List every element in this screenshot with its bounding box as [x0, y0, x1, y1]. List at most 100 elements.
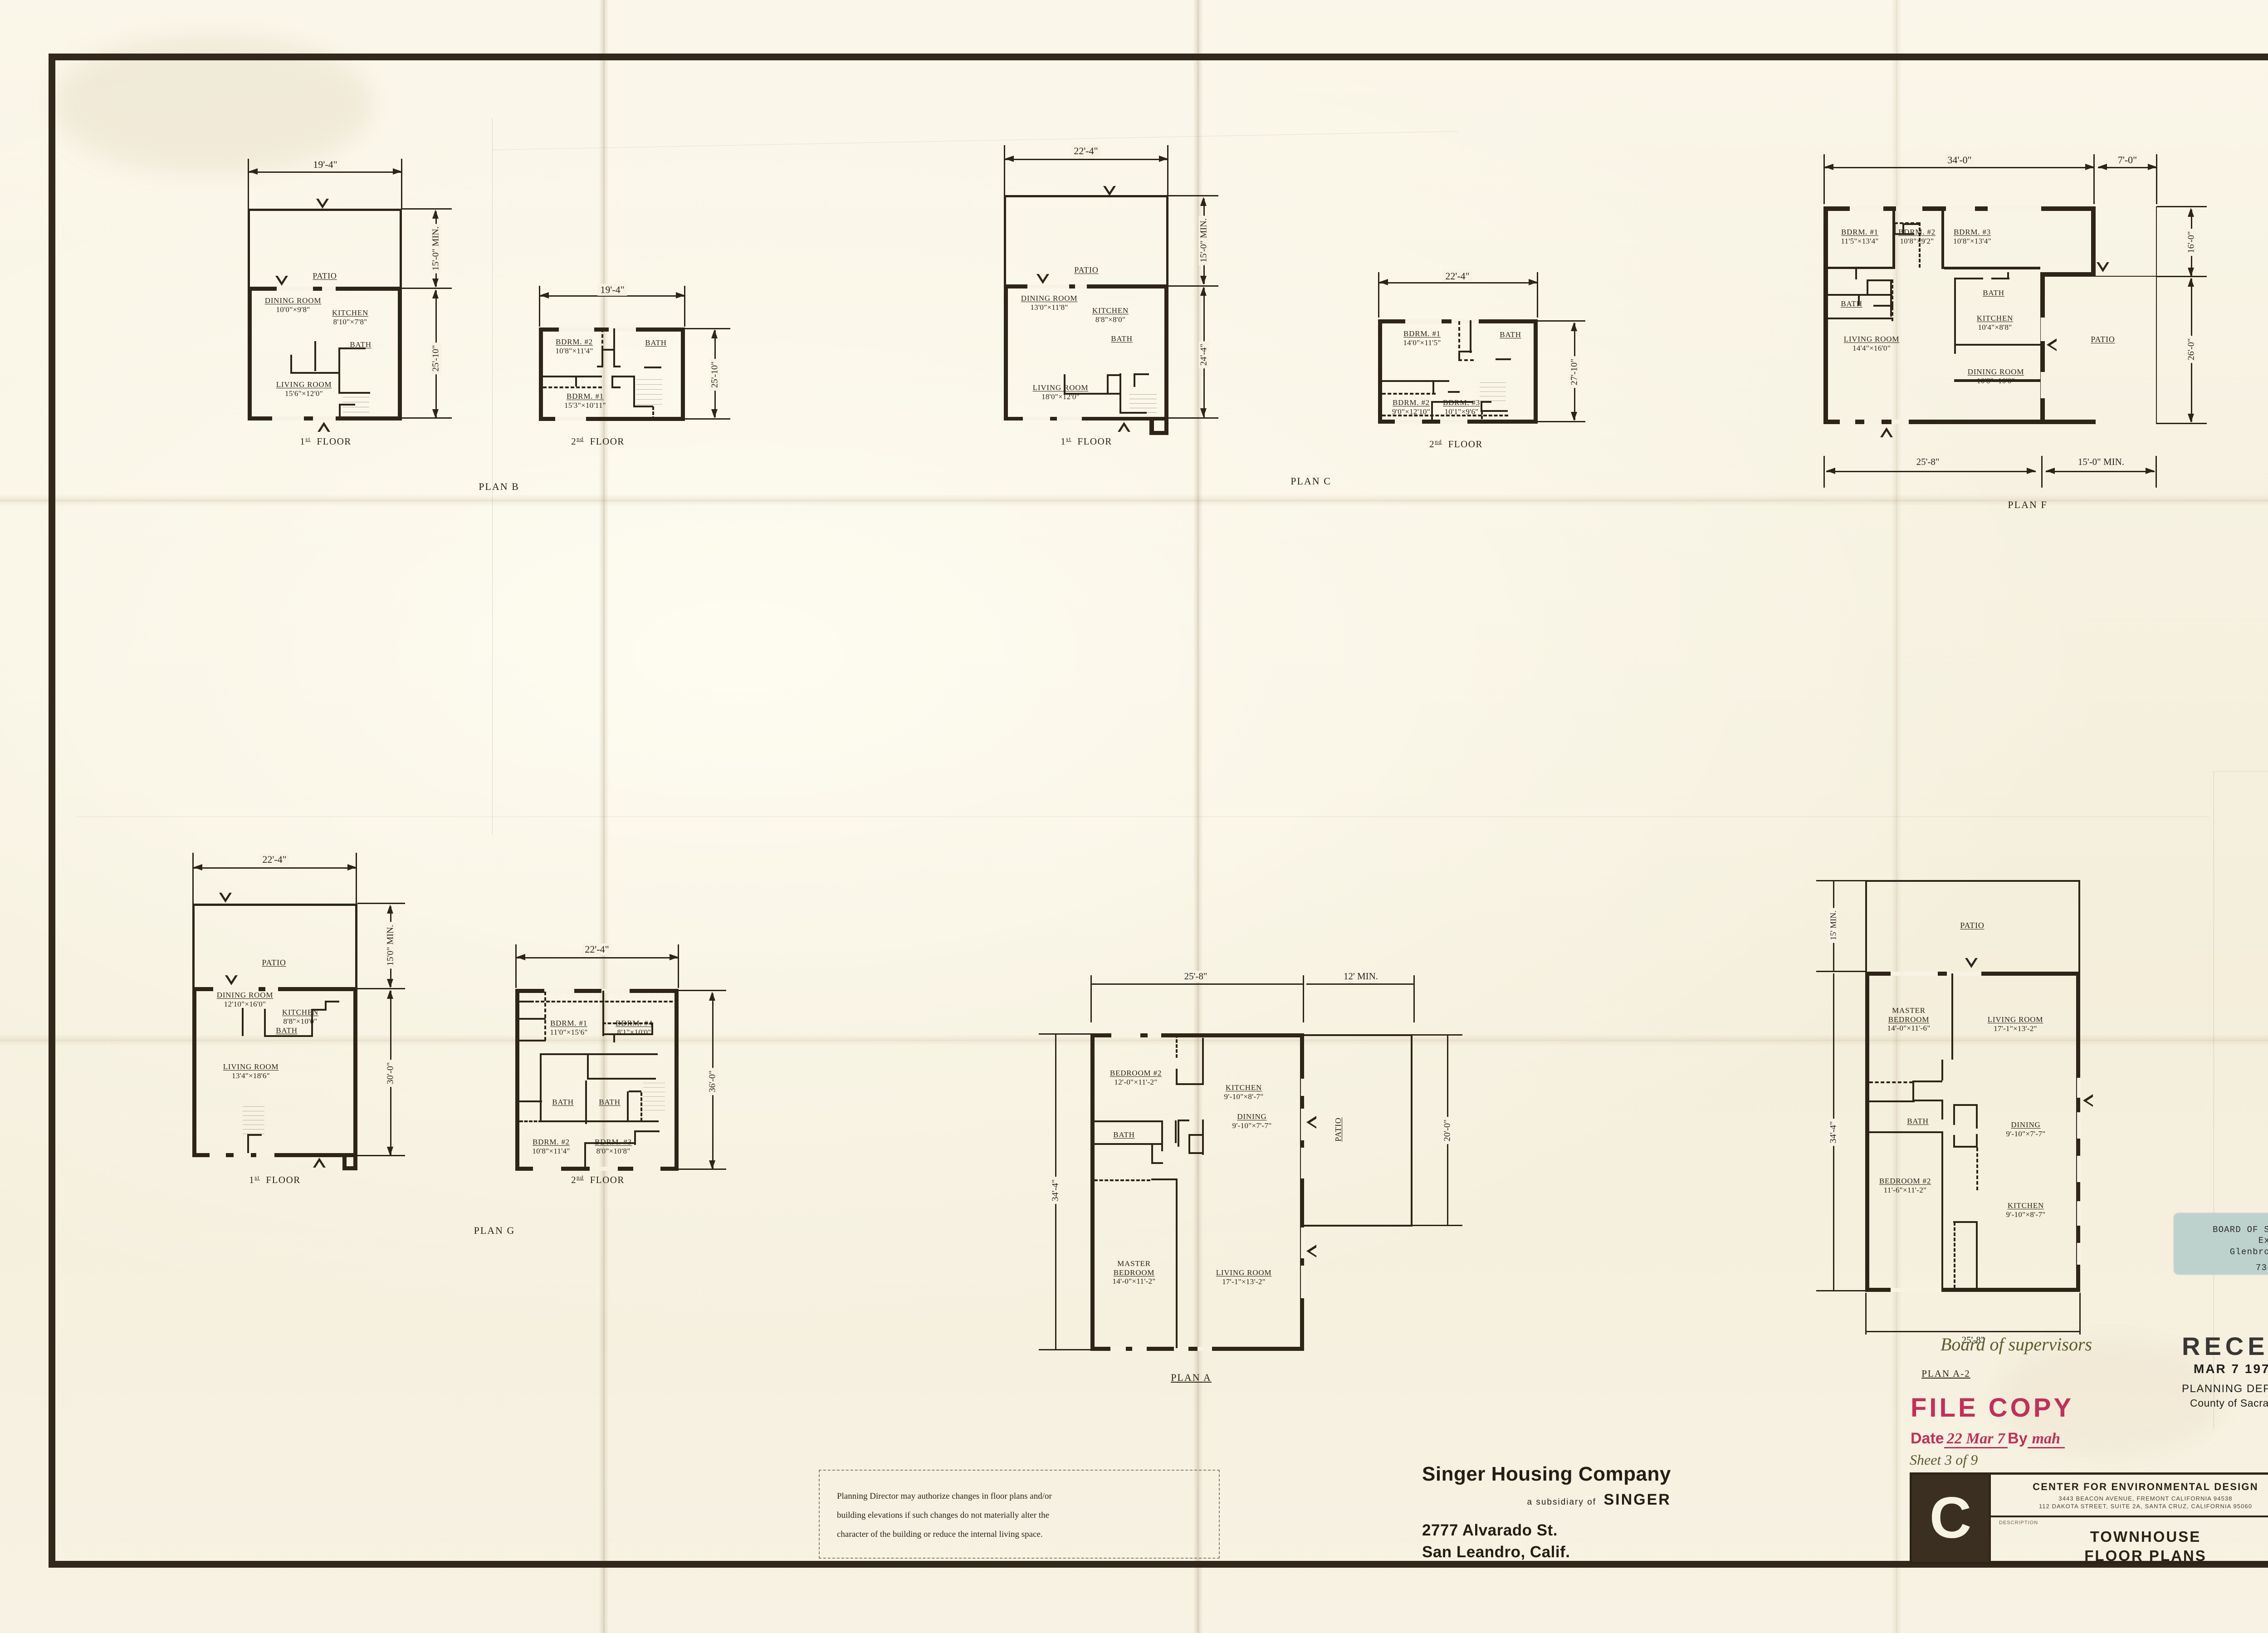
interior-wall: [1094, 1120, 1161, 1122]
interior-wall: [339, 404, 355, 406]
room-label-dining-room: DINING ROOM 10'0"×9'8": [264, 296, 322, 314]
interior-wall: [627, 1091, 629, 1122]
house-wall-left: [1004, 284, 1008, 420]
construction-line-2: [77, 816, 2209, 817]
interior-wall: [290, 355, 292, 374]
interior-wall: [1953, 1135, 1955, 1148]
window-opening: [1111, 1033, 1140, 1037]
interior-wall-dashed: [1894, 222, 1920, 226]
interior-wall: [651, 1022, 653, 1035]
plan-f-bottom-right-dim-text: 15'-0" MIN.: [2075, 456, 2127, 468]
interior-wall: [633, 406, 653, 407]
window-opening: [1947, 972, 1981, 976]
interior-wall: [1176, 1069, 1178, 1085]
arrow-down-icon: [1200, 276, 1207, 285]
dim-tick: [679, 990, 726, 991]
interior-wall: [1912, 1100, 1942, 1101]
room-label-living-room: LIVING ROOM 13'4"×18'6": [223, 1062, 279, 1080]
interior-wall: [519, 1018, 546, 1020]
interior-wall: [1107, 374, 1109, 393]
patio-wall-right: [400, 209, 402, 288]
room-label-bdrm-1: BDRM. #1 14'0"×11'5": [1403, 329, 1441, 347]
room-label-bdrm-3: BDRM. #3 10'1"×9'6": [1443, 398, 1480, 416]
plan-g-second-top-dim-line: [516, 957, 679, 958]
dim-tick: [515, 944, 517, 988]
interior-wall-dashed: [1892, 279, 1893, 321]
room-label-patio: PATIO: [313, 271, 337, 280]
interior-wall: [540, 1053, 542, 1122]
room-label-kitchen: KITCHEN 8'8"×10'0": [282, 1008, 319, 1026]
door-opening: [2077, 1112, 2081, 1139]
room-label-bdrm-1: BDRM. #1 15'3"×10'11": [564, 392, 606, 410]
arrow-left-icon: [1379, 279, 1388, 285]
window-opening: [1864, 420, 1882, 424]
arrow-up-icon: [2188, 208, 2194, 217]
drawing-border: [49, 54, 2268, 1568]
window-opening: [1440, 420, 1467, 424]
interior-wall: [1867, 279, 1868, 296]
arrow-left-icon: [540, 292, 549, 298]
interior-wall: [1382, 380, 1449, 382]
room-label-master-bedroom: MASTER BEDROOM 14'-0"×11'-6": [1887, 1006, 1931, 1033]
window-opening: [1395, 420, 1422, 424]
dim-tick: [1039, 1349, 1091, 1350]
interior-wall: [1976, 1104, 1978, 1129]
interior-wall: [1941, 1131, 1943, 1289]
plan-f-top-right-dim-text: 7'-0": [2115, 154, 2140, 166]
interior-wall-dashed: [1382, 393, 1436, 395]
interior-wall: [1481, 401, 1482, 411]
room-label-bath: BATH: [1113, 1130, 1135, 1139]
plan-b-first-top-dim-line: [249, 171, 402, 173]
dim-tick: [679, 1169, 726, 1170]
house-wall-left: [1378, 319, 1382, 424]
window-opening: [1110, 1347, 1126, 1351]
plan-a-title: PLAN A: [1171, 1372, 1212, 1383]
window-opening: [265, 987, 278, 991]
room-label-bedroom-2: BEDROOM #2 12'-0"×11'-2": [1110, 1069, 1162, 1086]
window-opening: [533, 1167, 561, 1171]
interior-wall: [1458, 351, 1472, 352]
stair-bulkhead-wall: [342, 1153, 347, 1170]
interior-wall: [1953, 1146, 1978, 1148]
interior-wall: [1828, 267, 1895, 269]
window-opening: [1850, 206, 1883, 211]
room-label-bdrm-3: BDRM. #3 10'8"×13'4": [1953, 228, 1991, 245]
interior-wall-dashed: [1919, 222, 1921, 268]
window-opening: [1198, 1347, 1212, 1351]
planning-note-line-3: character of the building or reduce the …: [837, 1529, 1043, 1539]
interior-wall: [1064, 374, 1066, 394]
room-label-bdrm-2: BDRM. #2 10'8"×11'4": [532, 1138, 570, 1155]
door-opening: [2077, 1078, 2081, 1098]
interior-wall: [1431, 401, 1433, 424]
window-opening: [1027, 284, 1069, 288]
dim-tick: [539, 286, 540, 327]
firm-address-line-2: 112 DAKOTA STREET, SUITE 2A, SANTA CRUZ,…: [2038, 1502, 2253, 1510]
interior-wall-dashed: [1869, 1081, 1913, 1083]
plan-b-house-depth-text: 25'-10": [430, 342, 441, 375]
room-label-bdrm-1: BDRM. #1 11'0"×15'6": [550, 1019, 588, 1037]
house-wall-top: [515, 989, 679, 993]
house-wall-right-upper: [2091, 206, 2096, 277]
entry-triangle-inner: [2050, 341, 2057, 349]
room-label-bdrm-2: BDRM. #2 10'8"×11'4": [555, 337, 593, 355]
dim-tick: [1378, 272, 1379, 318]
interior-wall: [1828, 294, 1892, 296]
dim-tick: [1537, 272, 1538, 318]
arrow-right-icon: [1159, 156, 1168, 162]
plan-b-second-top-dim-line: [540, 295, 685, 297]
plan-a-left-dim-text: 34'-4": [1050, 1176, 1061, 1204]
interior-wall-dashed: [1481, 411, 1483, 424]
house-wall-bottom: [192, 1153, 357, 1157]
house-wall-left: [539, 328, 543, 421]
house-wall-right: [1164, 284, 1168, 420]
interior-wall: [613, 366, 621, 367]
dim-tick: [1168, 285, 1218, 287]
room-label-patio: PATIO: [1960, 921, 1984, 930]
plan-f-title: PLAN F: [2008, 499, 2048, 510]
interior-wall: [1991, 278, 2009, 279]
arrow-down-icon: [387, 1147, 393, 1156]
interior-wall: [247, 1134, 262, 1136]
room-label-bdrm-1: BDRM. #1 11'5"×13'4": [1841, 228, 1879, 245]
interior-wall: [1894, 222, 1896, 235]
dim-tick: [1865, 1293, 1867, 1335]
